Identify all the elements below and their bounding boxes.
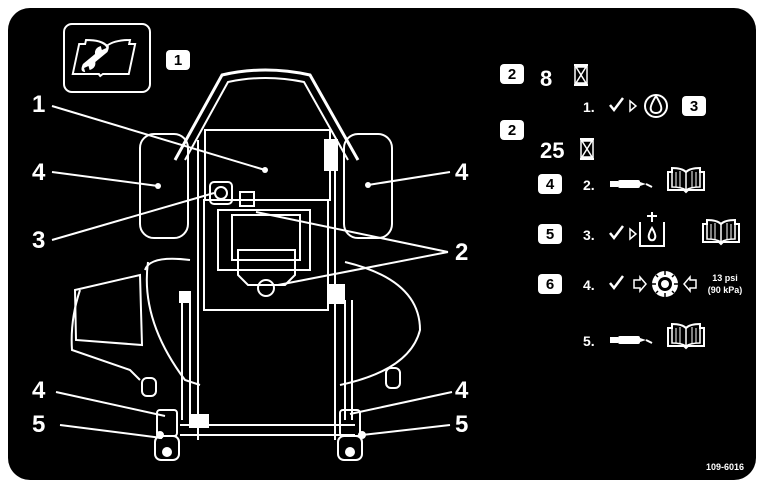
- step1-badge: [682, 96, 706, 116]
- pressure-kpa: (90 kPa): [708, 285, 743, 295]
- arrow-icon: [633, 274, 647, 294]
- leader-lines: [51, 105, 453, 439]
- row-a-badge-number: 2: [508, 66, 516, 83]
- manual-badge-number: 1: [174, 52, 182, 69]
- manual-badge: [166, 50, 190, 70]
- step1-badge-number: 3: [690, 98, 698, 115]
- part-number: 109-6016: [706, 462, 744, 472]
- callout-1: 1: [32, 91, 45, 118]
- arrow-icon: [629, 227, 638, 241]
- step3-badge-number: 5: [546, 226, 554, 243]
- step4-badge: [538, 274, 562, 294]
- step5-number: 5.: [583, 333, 595, 349]
- tire-icon: [652, 271, 678, 297]
- callout-3: 3: [32, 227, 45, 254]
- callout-4-right: 4: [455, 159, 469, 186]
- callout-4-lower-right: 4: [455, 377, 469, 404]
- step2-badge: [538, 174, 562, 194]
- decal-background: [8, 8, 756, 480]
- step2-number: 2.: [583, 177, 595, 193]
- pressure-psi: 13 psi: [712, 273, 738, 283]
- step4-number: 4.: [583, 277, 595, 293]
- callout-5-left: 5: [32, 411, 45, 438]
- leader-dots: [155, 167, 371, 189]
- callout-4-lower-left: 4: [32, 377, 46, 404]
- callout-2: 2: [455, 239, 468, 266]
- row-b-badge: [500, 120, 524, 140]
- step3-number: 3.: [583, 227, 595, 243]
- row-b-badge-number: 2: [508, 122, 516, 139]
- fluid-reservoir-icon: [639, 212, 665, 247]
- callout-4-left: 4: [32, 159, 46, 186]
- arrow-icon: [683, 274, 697, 294]
- step3-badge: [538, 224, 562, 244]
- row-b-hours: 25: [540, 138, 564, 163]
- oil-drop-icon: [644, 94, 668, 118]
- step4-badge-number: 6: [546, 276, 554, 293]
- arrow-icon: [629, 99, 638, 113]
- manual-wrench-icon: [63, 23, 151, 93]
- callout-5-right: 5: [455, 411, 468, 438]
- step1-number: 1.: [583, 99, 595, 115]
- row-a-hours: 8: [540, 66, 552, 91]
- row-a-badge: [500, 64, 524, 84]
- step2-badge-number: 4: [546, 176, 555, 193]
- machine-illustration: [70, 68, 422, 461]
